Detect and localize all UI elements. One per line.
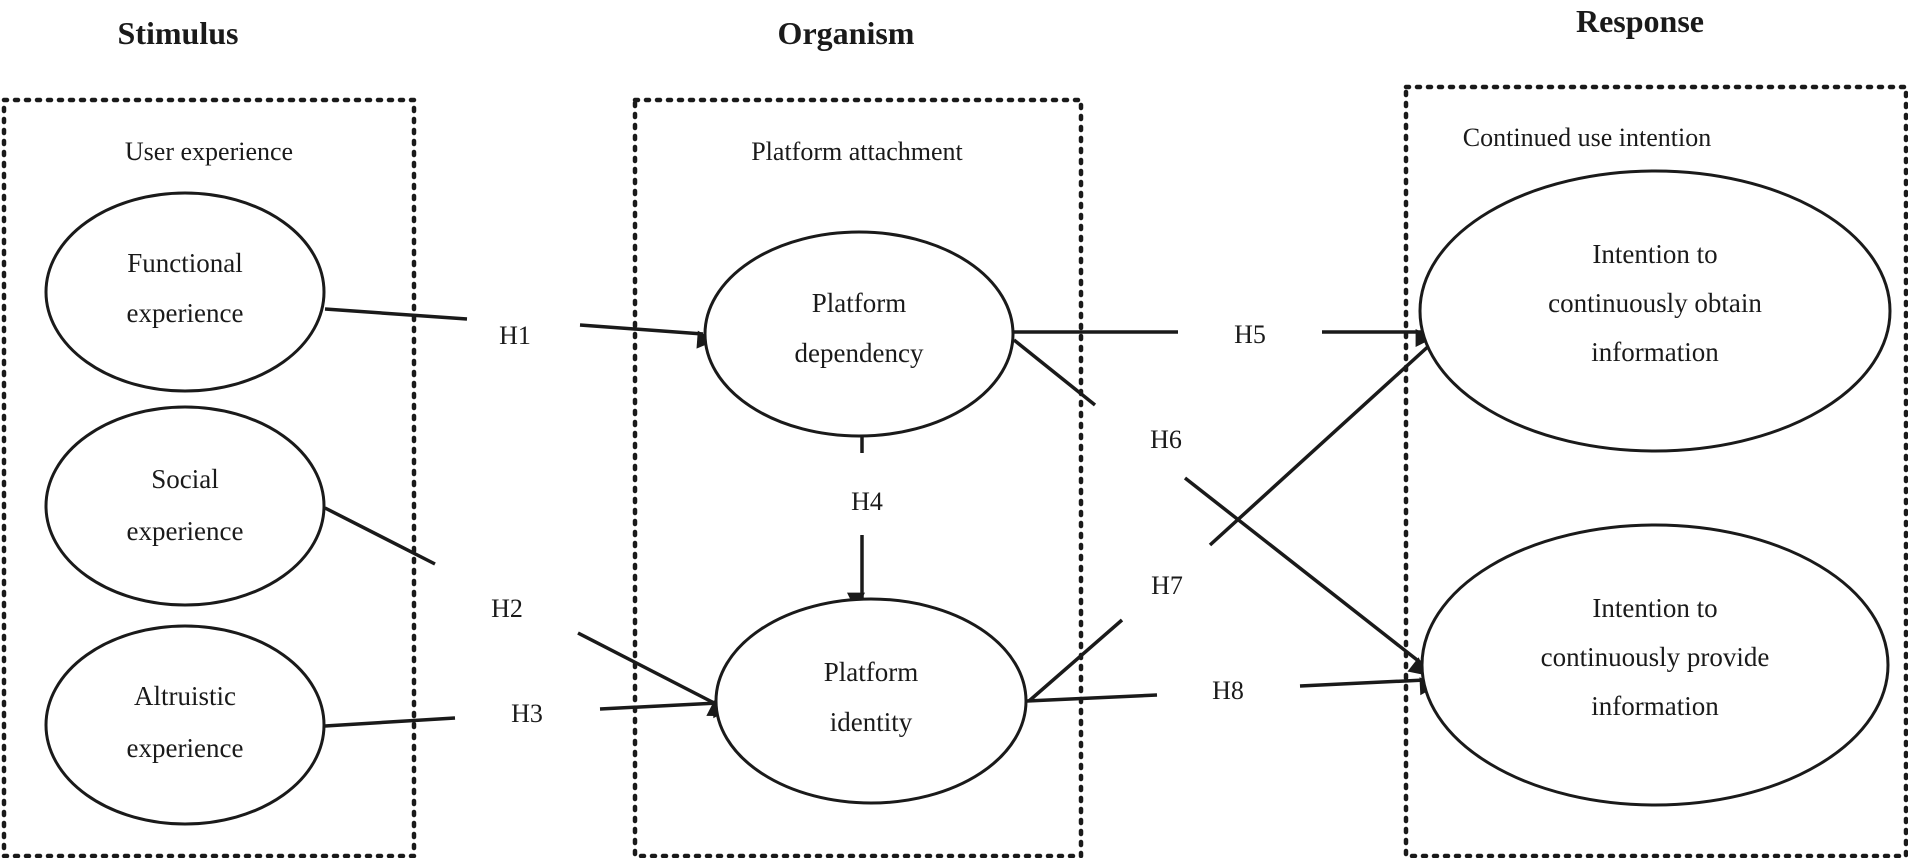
h7-label: H7 [1151, 571, 1183, 600]
h2-line-start [324, 506, 436, 566]
platform-attachment-label: Platform attachment [751, 137, 963, 166]
h2-arrow [577, 631, 727, 717]
h8-label: H8 [1212, 676, 1244, 705]
platform-dependency-ellipse [703, 230, 1015, 438]
platform-identity-line1: Platform [824, 657, 919, 687]
h6-arrow [1183, 476, 1428, 676]
intention-obtain-ellipse [1418, 169, 1892, 453]
functional-experience-ellipse [44, 191, 326, 393]
platform-attachment-box [632, 97, 1084, 858]
h3-label: H3 [511, 699, 543, 728]
altruistic-experience-line2: experience [127, 733, 244, 763]
h8-arrow [1299, 677, 1438, 696]
social-experience-line2: experience [127, 516, 244, 546]
h5-label: H5 [1234, 320, 1266, 349]
intention-obtain-node: Intention to continuously obtain informa… [1418, 169, 1892, 453]
continued-use-intention-box [1403, 84, 1908, 858]
functional-experience-node: Functional experience [44, 191, 326, 393]
intention-provide-line3: information [1591, 691, 1719, 721]
functional-experience-line1: Functional [127, 248, 243, 278]
platform-identity-node: Platform identity [714, 597, 1028, 805]
intention-provide-line1: Intention to [1592, 593, 1717, 623]
h2-label: H2 [491, 594, 523, 623]
intention-obtain-line1: Intention to [1592, 239, 1717, 269]
h7-line-start [1027, 618, 1124, 703]
intention-obtain-line2: continuously obtain [1548, 288, 1762, 318]
social-experience-ellipse [44, 405, 326, 607]
intention-provide-node: Intention to continuously provide inform… [1420, 523, 1890, 807]
altruistic-experience-node: Altruistic experience [44, 624, 326, 826]
altruistic-experience-ellipse [44, 624, 326, 826]
functional-experience-line2: experience [127, 298, 244, 328]
h3-arrow [599, 700, 731, 719]
h4-label: H4 [851, 487, 883, 516]
intention-provide-line2: continuously provide [1541, 642, 1770, 672]
platform-dependency-node: Platform dependency [703, 230, 1015, 438]
altruistic-experience-line1: Altruistic [134, 681, 236, 711]
platform-identity-line2: identity [830, 707, 913, 737]
h3-line-start [324, 716, 456, 728]
connectors [324, 307, 1446, 728]
h7-arrow [1208, 338, 1446, 547]
h1-arrow [579, 323, 716, 349]
h6-line-start [1012, 338, 1097, 407]
continued-use-intention-label: Continued use intention [1463, 123, 1711, 152]
intention-provide-ellipse [1420, 523, 1890, 807]
platform-identity-ellipse [714, 597, 1028, 805]
social-experience-node: Social experience [44, 405, 326, 607]
intention-obtain-line3: information [1591, 337, 1719, 367]
user-experience-label: User experience [125, 137, 293, 166]
platform-dependency-line2: dependency [795, 338, 924, 368]
h1-line-start [324, 307, 468, 321]
stimulus-heading: Stimulus [118, 15, 239, 51]
response-heading: Response [1576, 3, 1704, 39]
platform-dependency-line1: Platform [812, 288, 907, 318]
h8-line-start [1026, 693, 1158, 703]
social-experience-line1: Social [151, 464, 219, 494]
h6-label: H6 [1150, 425, 1182, 454]
organism-heading: Organism [778, 15, 915, 51]
h1-label: H1 [499, 321, 531, 350]
